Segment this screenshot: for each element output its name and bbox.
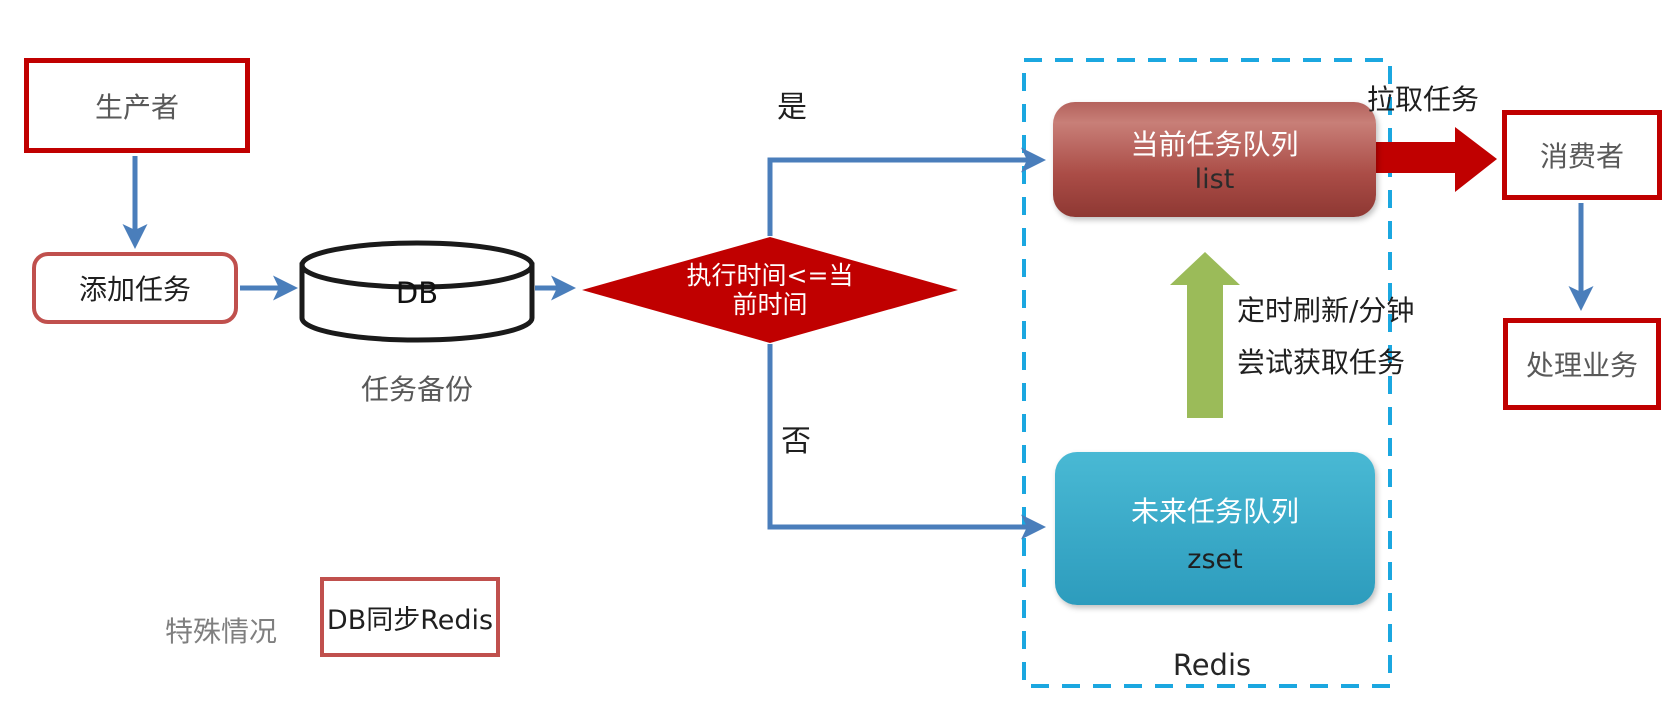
no-branch-label: 否: [781, 424, 811, 459]
add-task-node: 添加任务: [32, 252, 238, 324]
decision-text: 执行时间<=当 前时间: [620, 258, 920, 322]
decision-text-line1: 执行时间<=当: [686, 261, 854, 290]
refresh-up-arrow: [1170, 252, 1240, 418]
pull-task-label: 拉取任务: [1366, 83, 1479, 116]
special-case-label: 特殊情况: [164, 615, 277, 648]
redis-container-label: Redis: [1172, 648, 1252, 682]
yes-branch-connector: [767, 147, 1046, 236]
future-queue-node: 未来任务队列 zset: [1055, 452, 1375, 605]
current-queue-subtitle: list: [1194, 164, 1235, 195]
consumer-node: 消费者: [1502, 110, 1662, 200]
future-queue-title: 未来任务队列: [1130, 494, 1299, 528]
db-label: DB: [395, 276, 439, 310]
add-task-label: 添加任务: [78, 273, 191, 306]
producer-label: 生产者: [94, 90, 179, 124]
consumer-label: 消费者: [1539, 140, 1624, 173]
db-caption: 任务备份: [360, 373, 473, 406]
yes-branch-label: 是: [777, 90, 807, 125]
refresh-note-line1: 定时刷新/分钟: [1237, 294, 1415, 327]
pull-task-block-arrow: [1372, 127, 1497, 192]
decision-text-line2: 前时间: [732, 290, 808, 319]
process-business-node: 处理业务: [1503, 318, 1661, 410]
db-sync-redis-label: DB同步Redis: [326, 604, 494, 636]
current-queue-title: 当前任务队列: [1130, 128, 1299, 161]
decision-diamond: [582, 237, 958, 343]
no-branch-connector: [767, 344, 1046, 540]
future-queue-subtitle: zset: [1187, 543, 1243, 575]
current-queue-node: 当前任务队列 list: [1053, 102, 1376, 217]
db-cylinder-top: [299, 240, 535, 290]
db-sync-redis-node: DB同步Redis: [320, 577, 500, 657]
process-business-label: 处理业务: [1525, 349, 1638, 382]
refresh-note-line2: 尝试获取任务: [1237, 346, 1406, 379]
producer-node: 生产者: [24, 58, 250, 153]
